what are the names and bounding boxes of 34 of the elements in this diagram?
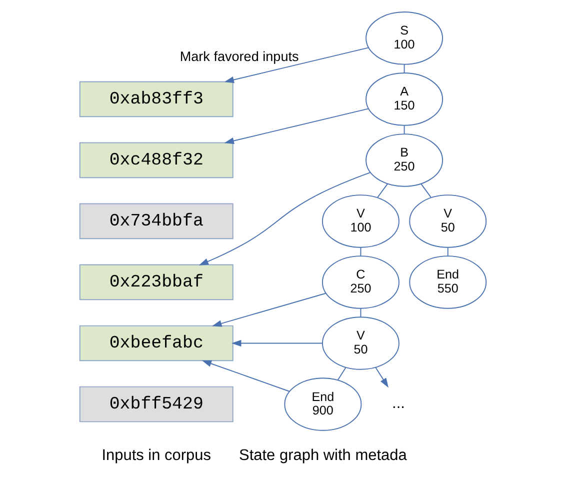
node-ellipse: C 250 [321,256,399,309]
node-ellipse: V 100 [321,194,399,248]
node-ellipse: V 50 [321,316,399,370]
node-box: 0xbff5429 [78,386,233,422]
node-text: ... [392,394,404,412]
label: State graph with metada [238,447,406,464]
arrow [211,292,326,327]
connector [360,308,361,318]
arrow [198,172,370,266]
arrow [201,360,290,392]
node-ellipse: S 100 [365,12,443,65]
node-ellipse: B 250 [365,134,443,187]
node-ellipse: End 900 [284,378,362,431]
connector [420,183,431,198]
node-ellipse: End 550 [408,256,486,309]
node-box: 0xc488f32 [78,142,233,178]
node-box: 0x223bbaf [78,264,233,300]
node-ellipse: A 150 [365,72,443,126]
node-box: 0xab83ff3 [78,81,233,118]
label: Inputs in corpus [101,447,211,464]
node-box: 0xbeefabc [78,325,233,362]
connector [403,125,404,134]
edge-label: Mark favored inputs [179,48,298,64]
connector [376,183,388,198]
connector [403,64,404,74]
arrow [374,367,388,388]
node-box: 0x734bbfa [78,203,233,240]
arrow [231,340,322,347]
connector [446,247,448,256]
arrow [224,108,368,144]
connector [360,247,361,256]
arrow [224,47,368,84]
node-ellipse: V 50 [408,194,486,248]
connector [336,367,346,381]
